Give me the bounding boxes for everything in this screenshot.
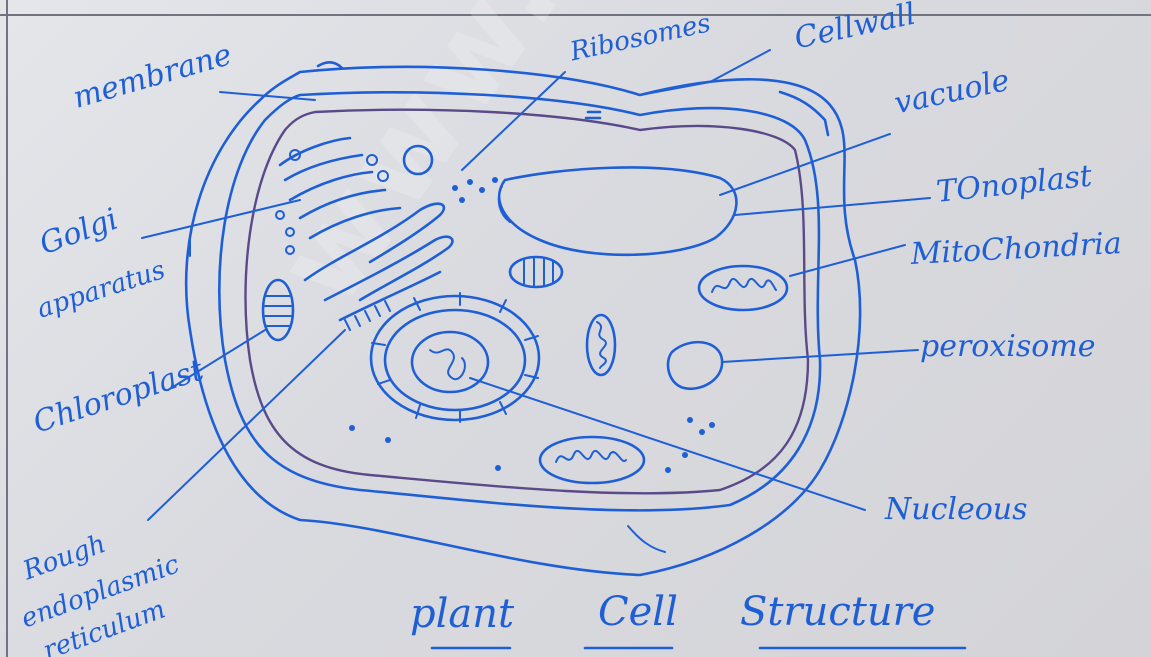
golgi-apparatus xyxy=(276,138,400,254)
label-nucleolus: Nucleous xyxy=(885,495,1028,525)
mitochondria-right xyxy=(699,266,787,310)
cell-membrane-outline xyxy=(219,92,820,510)
chloroplast-organelle xyxy=(263,280,293,340)
title-word-plant: plant xyxy=(410,594,514,634)
rough-endoplasmic-reticulum xyxy=(305,204,452,330)
vacuole-shape xyxy=(499,167,736,254)
label-peroxisome: peroxisome xyxy=(920,332,1096,362)
cytoplasm-boundary xyxy=(245,110,808,494)
title-word-cell: Cell xyxy=(598,592,678,632)
chloroplast-small xyxy=(510,257,562,287)
peroxisome-shape xyxy=(668,342,722,389)
vesicle xyxy=(404,146,432,174)
title-word-structure: Structure xyxy=(740,592,935,632)
nucleus xyxy=(371,293,539,422)
mitochondria-center xyxy=(587,315,615,375)
mitochondria-bottom xyxy=(540,437,644,483)
